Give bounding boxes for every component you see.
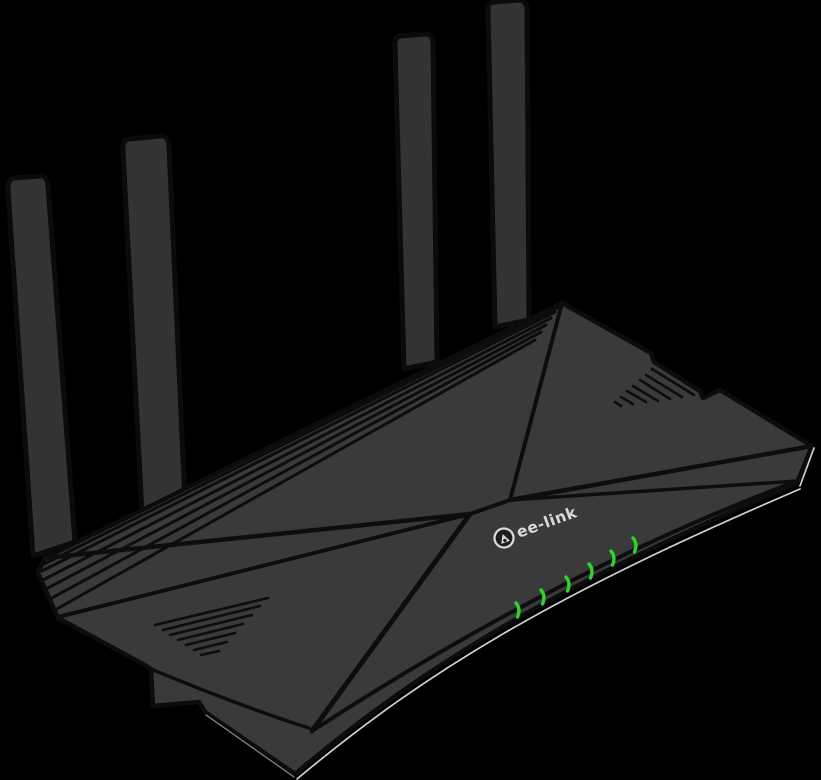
crease-center-to-tip-lower <box>508 479 799 502</box>
crease-center-to-front <box>309 511 473 734</box>
rear-vent-louvers <box>40 305 561 612</box>
led-indicator <box>564 575 571 593</box>
antenna-3 <box>392 31 440 372</box>
ee-link-icon-hole <box>503 538 507 543</box>
router-body <box>35 300 815 777</box>
antenna-4 <box>485 0 532 330</box>
facet-creases <box>40 301 815 734</box>
vent-hatch-right <box>613 367 696 408</box>
edge-highlights <box>205 447 815 780</box>
base-crease <box>149 667 311 730</box>
crease-center-to-tip-upper <box>507 443 815 503</box>
front-band-edge <box>310 479 799 733</box>
antenna-1 <box>5 173 78 559</box>
crease-skirt-top <box>56 512 472 619</box>
vent-hatch-left <box>153 596 270 657</box>
front-edge-highlight <box>296 488 801 780</box>
led-indicator <box>587 562 594 580</box>
crease-center-to-back <box>508 301 564 502</box>
led-indicator <box>539 588 546 606</box>
led-indicator <box>609 549 616 567</box>
led-indicator <box>631 536 638 554</box>
crease-left-to-center <box>42 511 473 561</box>
led-indicator <box>514 601 521 619</box>
led-strip <box>514 536 638 619</box>
foot-edge-highlight <box>205 714 295 778</box>
tip-edge-highlight <box>799 447 815 487</box>
antenna-2 <box>120 133 188 517</box>
crease-center-link <box>468 498 512 516</box>
